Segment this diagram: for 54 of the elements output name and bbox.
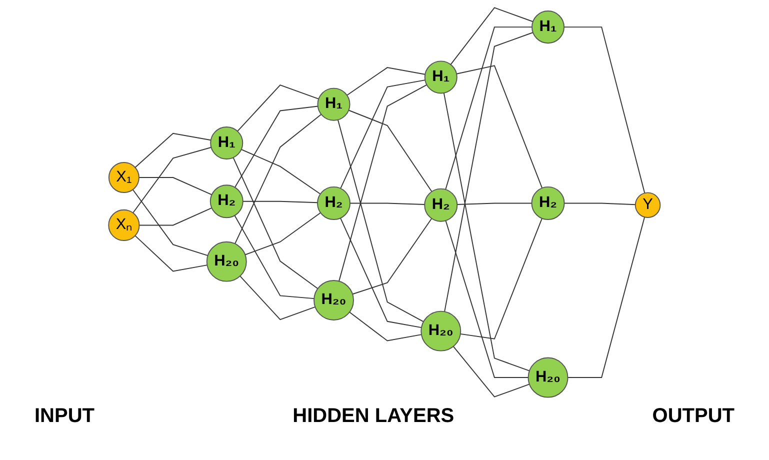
connector xyxy=(348,110,432,192)
connector xyxy=(445,220,529,378)
connector xyxy=(450,7,534,66)
node-circle: H₂ xyxy=(531,186,565,220)
connector xyxy=(340,218,422,328)
connector xyxy=(132,146,212,214)
layer-label: OUTPUT xyxy=(652,405,734,428)
connector xyxy=(346,67,426,96)
node-circle: H₂ xyxy=(424,188,458,222)
connector xyxy=(138,208,212,226)
connector xyxy=(240,276,316,320)
node-circle: H₂₀ xyxy=(314,280,354,320)
connector xyxy=(240,148,321,194)
node-circle: H₂ xyxy=(317,186,351,220)
connector xyxy=(444,32,534,312)
node-circle: H₂₀ xyxy=(206,241,247,282)
connector xyxy=(338,119,424,322)
connector xyxy=(234,106,318,188)
connector xyxy=(349,312,422,342)
layer-label: INPUT xyxy=(34,405,94,428)
connector xyxy=(242,200,318,204)
connector xyxy=(352,218,432,295)
node-circle: H₂₀ xyxy=(528,357,568,398)
connector xyxy=(138,177,212,196)
connector xyxy=(443,92,530,372)
node-circle: H₁ xyxy=(532,10,565,44)
connector xyxy=(132,189,208,256)
node-circle: Xₙ xyxy=(108,209,140,241)
connector xyxy=(445,26,533,190)
connector xyxy=(232,157,318,290)
connector xyxy=(340,80,426,189)
node-circle: H₂₀ xyxy=(420,310,462,352)
connector xyxy=(134,132,212,168)
node-circle: H₁ xyxy=(317,88,350,121)
connector xyxy=(338,84,428,282)
connector xyxy=(452,346,530,398)
connector xyxy=(350,202,426,205)
node-circle: X₁ xyxy=(108,162,140,193)
node-circle: H₂ xyxy=(210,184,244,218)
node-circle: H₁ xyxy=(210,126,244,160)
connector xyxy=(460,218,543,340)
connector xyxy=(456,65,543,189)
connector xyxy=(564,202,636,206)
connector xyxy=(456,202,532,205)
connector xyxy=(234,215,315,300)
connector xyxy=(234,114,322,244)
connector xyxy=(244,212,322,256)
node-circle: Y xyxy=(635,192,661,218)
connector xyxy=(134,235,208,272)
connector xyxy=(237,84,320,132)
layer-label: HIDDEN LAYERS xyxy=(292,405,454,428)
connector xyxy=(564,26,646,194)
connector xyxy=(567,216,646,378)
node-circle: H₁ xyxy=(424,60,458,94)
